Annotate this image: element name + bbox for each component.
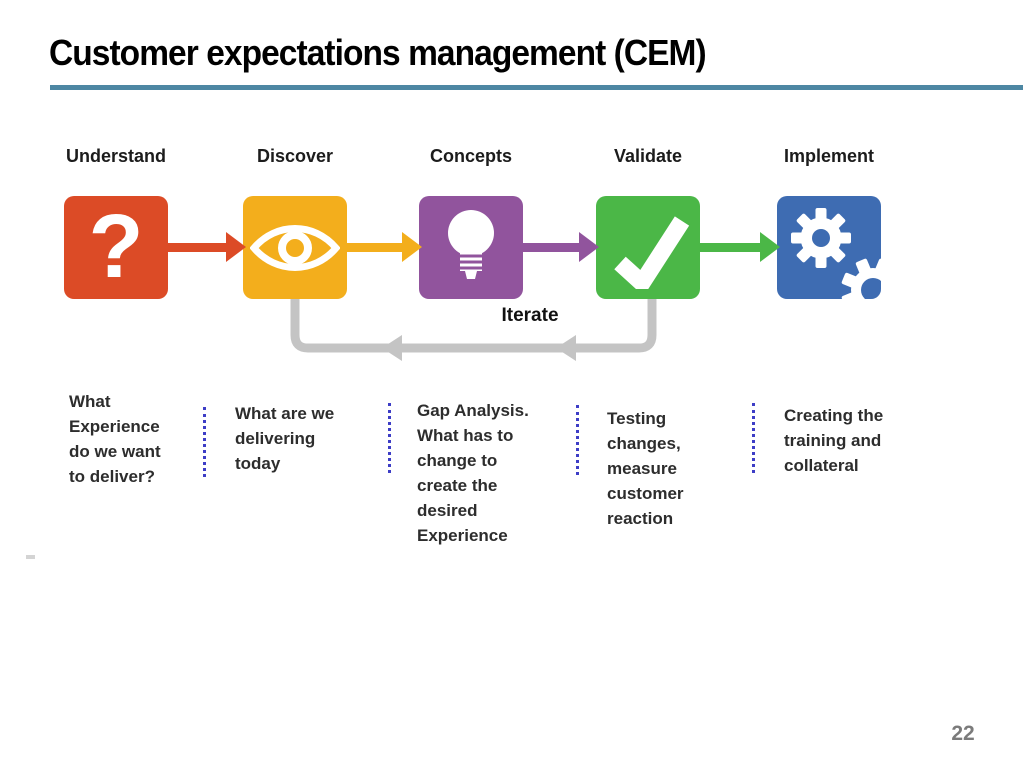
- stage-label-concepts: Concepts: [429, 146, 512, 166]
- page-number: 22: [951, 722, 975, 745]
- page-title: Customer expectations management (CEM): [49, 32, 707, 73]
- stray-mark: [26, 555, 35, 559]
- stage-label-validate: Validate: [613, 146, 683, 166]
- flow-arrow-validate-implement: [698, 232, 780, 262]
- stage-label-understand: Understand: [65, 146, 166, 166]
- stage-description-understand: What Experience do we want to deliver?: [69, 392, 161, 486]
- title-underline: [50, 85, 1023, 90]
- checkmark-icon: [614, 215, 690, 289]
- column-divider: [752, 403, 755, 473]
- stage-box-understand: ?: [64, 196, 168, 299]
- column-divider: [576, 405, 579, 475]
- flow-arrow-concepts-validate: [521, 232, 599, 262]
- stage-label-discover: Discover: [256, 146, 334, 166]
- question-mark-icon: ?: [88, 197, 144, 297]
- stage-box-validate: [596, 196, 700, 299]
- stage-box-discover: [243, 196, 347, 299]
- iterate-loop: [290, 299, 657, 361]
- stage-description-implement: Creating the training and collateral: [784, 406, 884, 475]
- column-divider: [388, 403, 391, 473]
- flow-arrow-discover-concepts: [345, 232, 422, 262]
- stage-box-concepts: [419, 196, 523, 299]
- flow-arrow-understand-discover: [166, 232, 246, 262]
- eye-icon: [250, 224, 340, 271]
- column-divider: [203, 407, 206, 477]
- iterate-label: Iterate: [501, 305, 559, 326]
- loop-arrowhead-left: [382, 335, 402, 361]
- stage-description-validate: Testing changes, measure customer reacti…: [607, 409, 684, 528]
- stage-description-concepts: Gap Analysis. What has to change to crea…: [417, 401, 529, 545]
- stage-label-implement: Implement: [783, 146, 875, 166]
- stage-description-discover: What are we delivering today: [235, 404, 335, 473]
- loop-arrowhead-right: [556, 335, 576, 361]
- stage-box-implement: [777, 196, 881, 299]
- gears-icon: [791, 208, 881, 299]
- lightbulb-icon: [448, 209, 494, 279]
